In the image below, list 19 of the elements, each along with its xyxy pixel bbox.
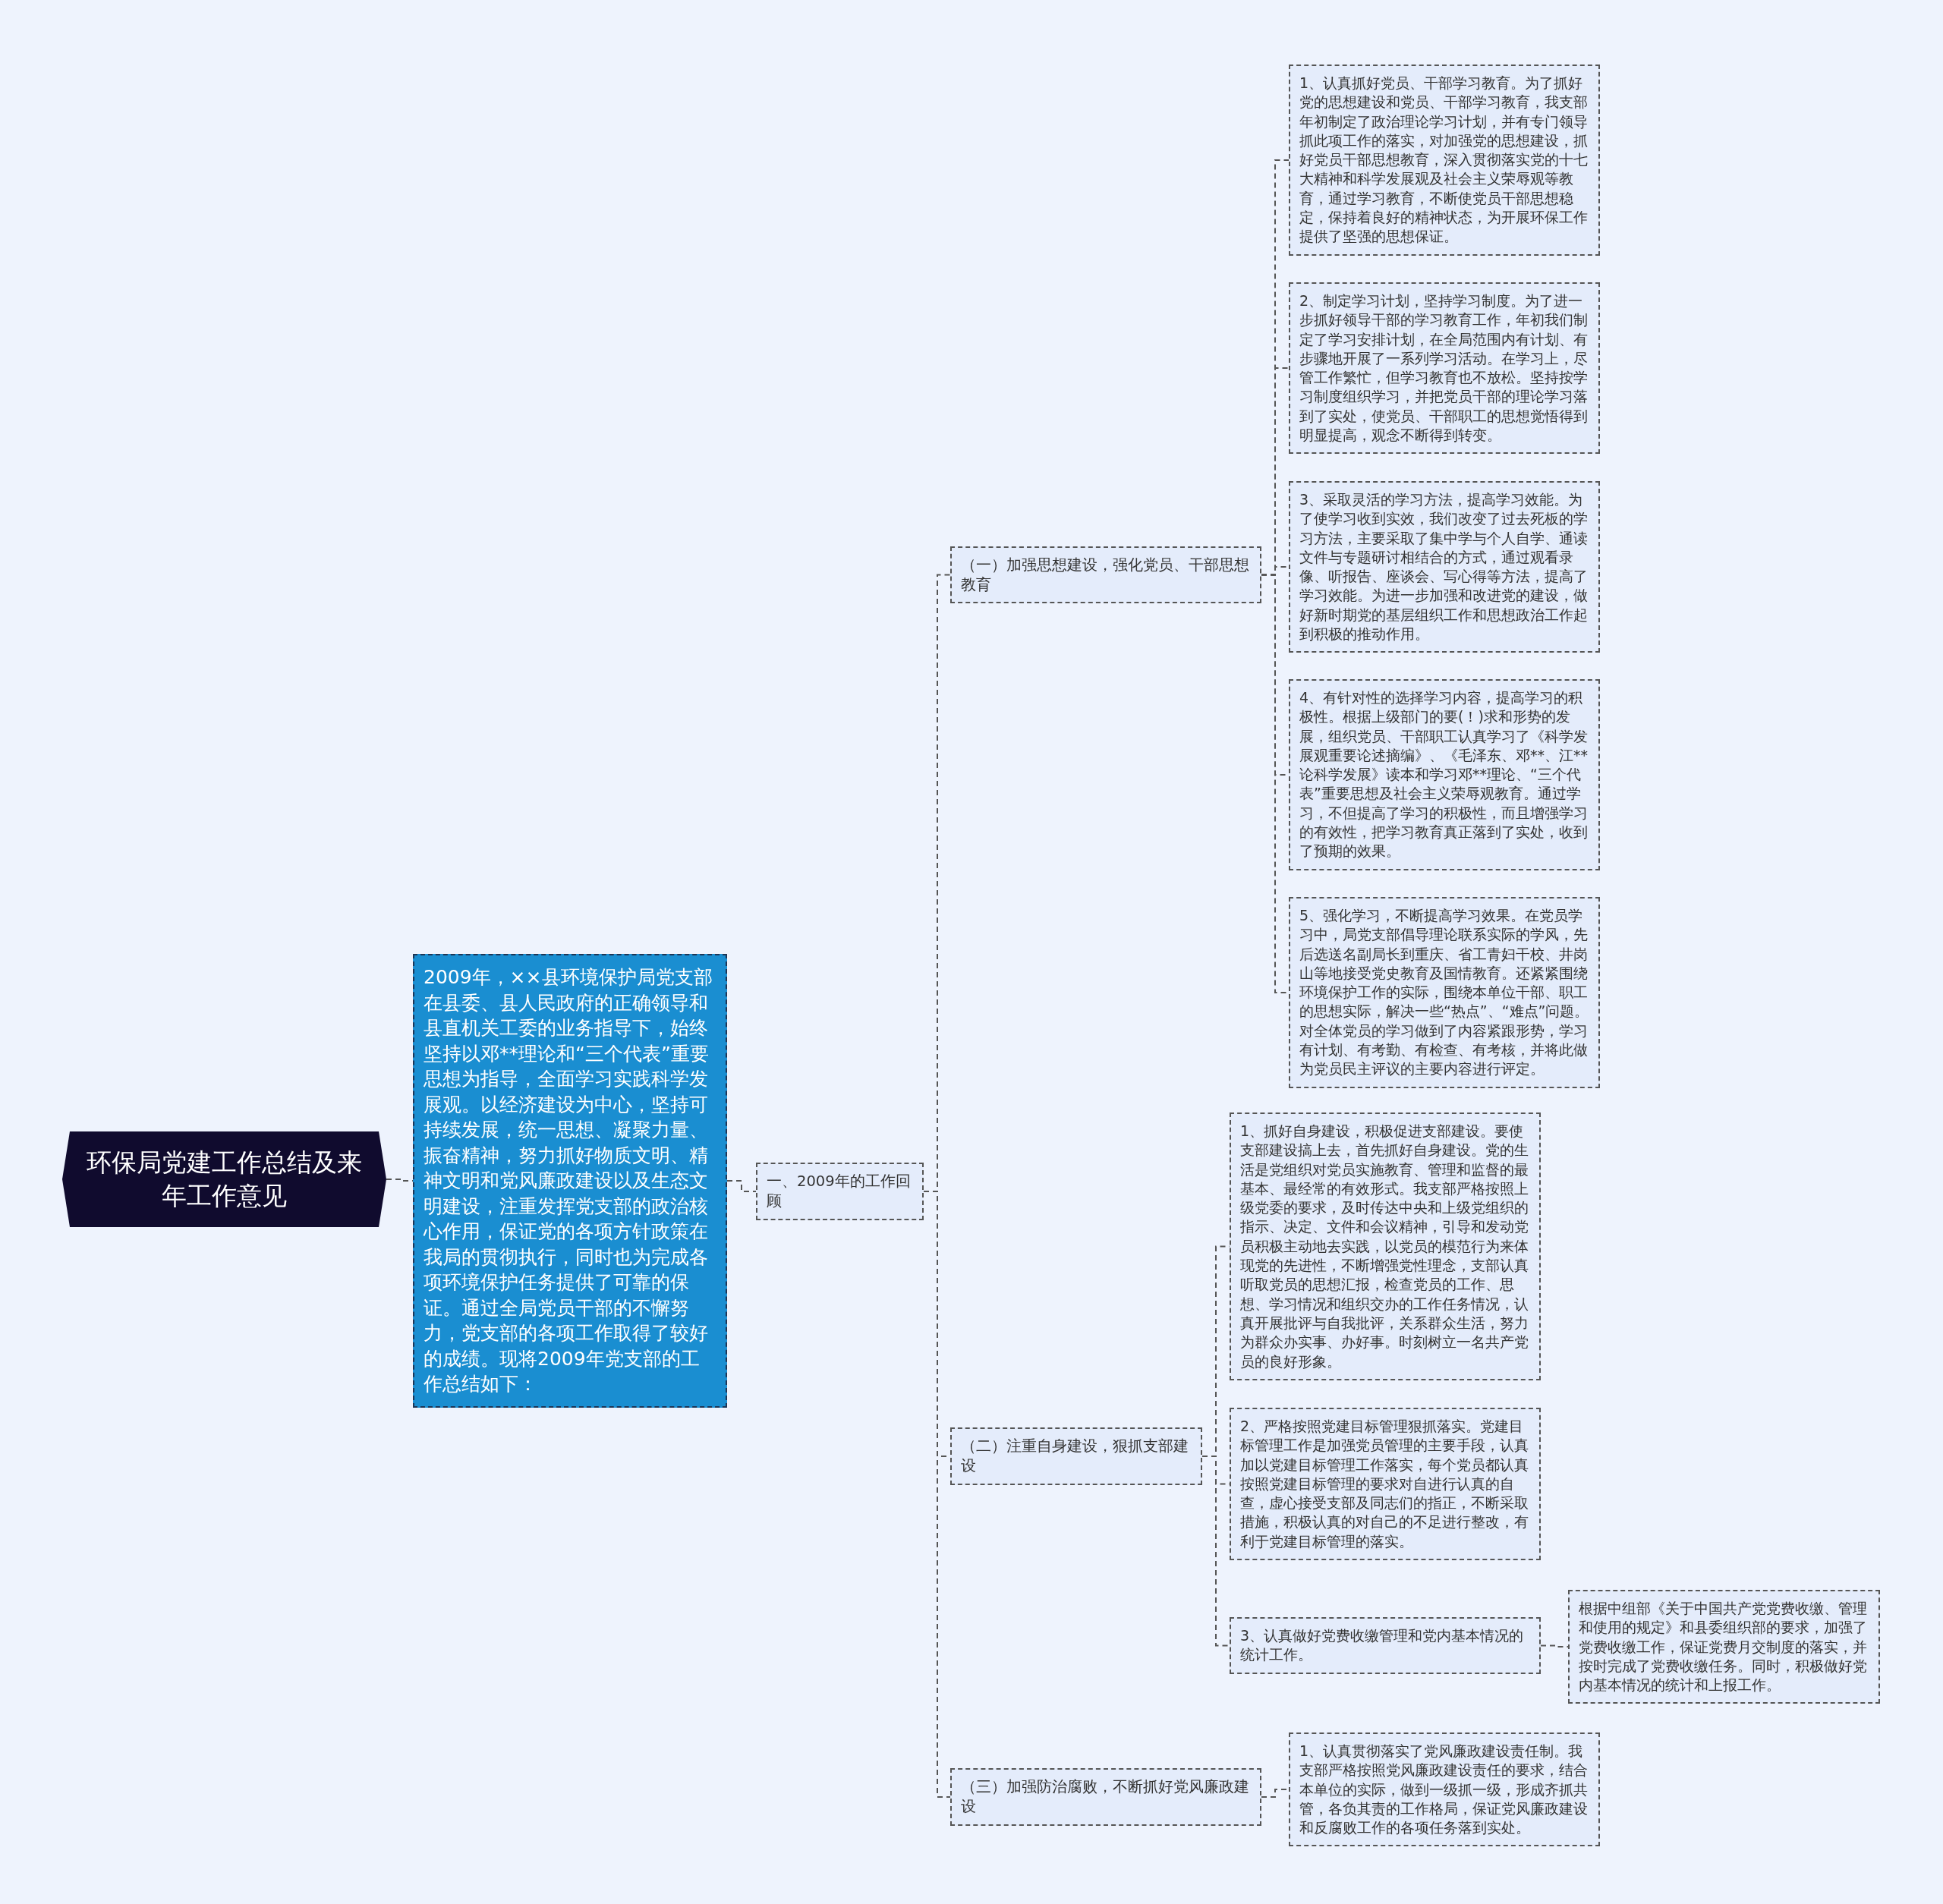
summary-box: 2009年，××县环境保护局党支部在县委、县人民政府的正确领导和县直机关工委的业务指导下，始终坚持以邓**理论和“三个代表”重要思想为指导，全面学习实践科学发展观。以经济建设为中心，坚持可持续发展，统一思想、凝聚力量、振奋精神，努力抓好物质文明、精神文明和党风廉政建设以及生态文明建设，注重发挥党支部的政治核心作用，保证党的各项方针政策在我局的贯彻执行，同时也为完成各项环境保护任务提供了可靠的保证。通过全局党员干部的不懈努力，党支部的各项工作取得了较好的成绩。现将2009年党支部的工作总结如下： [413, 954, 727, 1408]
topic-box: 一、2009年的工作回顾 [756, 1163, 924, 1220]
topic-box: 1、抓好自身建设，积极促进支部建设。要使支部建设搞上去，首先抓好自身建设。党的生活是党组织对党员实施教育、管理和监督的最基本、最经常的有效形式。我支部严格按照上级党委的要求，及时传达中央和上级党组织的指示、决定、文件和会议精神，引导和发动党员积极主动地去实践，以党员的模范行为来体现党的先进性，不断增强党性理念，支部认真听取党员的思想汇报，检查党员的工作、思想、学习情况和组织交办的工作任务情况，认真开展批评与自我批评，关系群众生活，努力为群众办实事、办好事。时刻树立一名共产党员的良好形象。 [1230, 1113, 1541, 1380]
topic-box: 根据中组部《关于中国共产党党费收缴、管理和使用的规定》和县委组织部的要求，加强了党费收缴工作，保证党费月交制度的落实，并按时完成了党费收缴任务。同时，积极做好党内基本情况的统计和上报工作。 [1568, 1590, 1880, 1704]
topic-box: 5、强化学习，不断提高学习效果。在党员学习中，局党支部倡导理论联系实际的学风，先后选送名副局长到重庆、省工青妇干校、井岗山等地接受党史教育及国情教育。还紧紧围绕环境保护工作的实际，围绕本单位干部、职工的思想实际，解决一些“热点”、“难点”问题。对全体党员的学习做到了内容紧跟形势，学习有计划、有考勤、有检查、有考核，并将此做为党员民主评议的主要内容进行评定。 [1289, 897, 1600, 1088]
topic-box: 2、制定学习计划，坚持学习制度。为了进一步抓好领导干部的学习教育工作，年初我们制定了学习安排计划，在全局范围内有计划、有步骤地开展了一系列学习活动。在学习上，尽管工作繁忙，但学习教育也不放松。坚持按学习制度组织学习，并把党员干部的理论学习落到了实处，使党员、干部职工的思想觉悟得到明显提高，观念不断得到转变。 [1289, 282, 1600, 455]
connector-line [1540, 1644, 1569, 1648]
topic-box: 1、认真贯彻落实了党风廉政建设责任制。我支部严格按照党风廉政建设责任的要求，结合本单位的实际，做到一级抓一级，形成齐抓共管，各负其责的工作格局，保证党风廉政建设和反腐败工作的各项任务落到实处。 [1289, 1732, 1600, 1847]
connector-line [1201, 1456, 1230, 1647]
topic-box: （二）注重自身建设，狠抓支部建设 [950, 1427, 1202, 1485]
topic-box: 3、采取灵活的学习方法，提高学习效能。为了使学习收到实效，我们改变了过去死板的学习方法，主要采取了集中学与个人自学、通读文件与专题研讨相结合的方式，通过观看录像、听报告、座谈会、写心得等方法，提高了学习效能。为进一步加强和改进党的建设，做好新时期党的基层组织工作和思想政治工作起到积极的推动作用。 [1289, 481, 1600, 653]
connector-line [726, 1180, 757, 1192]
topic-box: 3、认真做好党费收缴管理和党内基本情况的统计工作。 [1230, 1617, 1541, 1674]
topic-box: 4、有针对性的选择学习内容，提高学习的积极性。根据上级部门的要(！)求和形势的发展，组织党员、干部职工认真学习了《科学发展观重要论述摘编》、《毛泽东、邓**、江**论科学发展》读本和学习邓**理论、“三个代表”重要思想及社会主义荣辱观教育。通过学习，不但提高了学习的积极性，而且增强学习的有效性，把学习教育真正落到了实处，收到了预期的效果。 [1289, 679, 1600, 870]
root-topic-box: 环保局党建工作总结及来年工作意见 [62, 1131, 386, 1227]
topic-box: （一）加强思想建设，强化党员、干部思想教育 [950, 546, 1261, 603]
topic-box: 1、认真抓好党员、干部学习教育。为了抓好党的思想建设和党员、干部学习教育，我支部年初制定了政治理论学习计划，并有专门领导抓此项工作的落实，对加强党的思想建设，抓好党员干部思想教育，深入贯彻落实党的十七大精神和科学发展观及社会主义荣辱观等教育，通过学习教育，不断使党员干部思想稳定，保持着良好的精神状态，为开展环保工作提供了坚强的思想保证。 [1289, 65, 1600, 256]
topic-box: （三）加强防治腐败，不断抓好党风廉政建设 [950, 1768, 1261, 1826]
topic-box: 2、严格按照党建目标管理狠抓落实。党建目标管理工作是加强党员管理的主要手段，认真加以党建目标管理工作落实，每个党员都认真按照党建目标管理的要求对自进行认真的自查，虚心接受支部及同志们的指正，不断采取措施，积极认真的对自己的不足进行整改，有利于党建目标管理的落实。 [1230, 1408, 1541, 1561]
